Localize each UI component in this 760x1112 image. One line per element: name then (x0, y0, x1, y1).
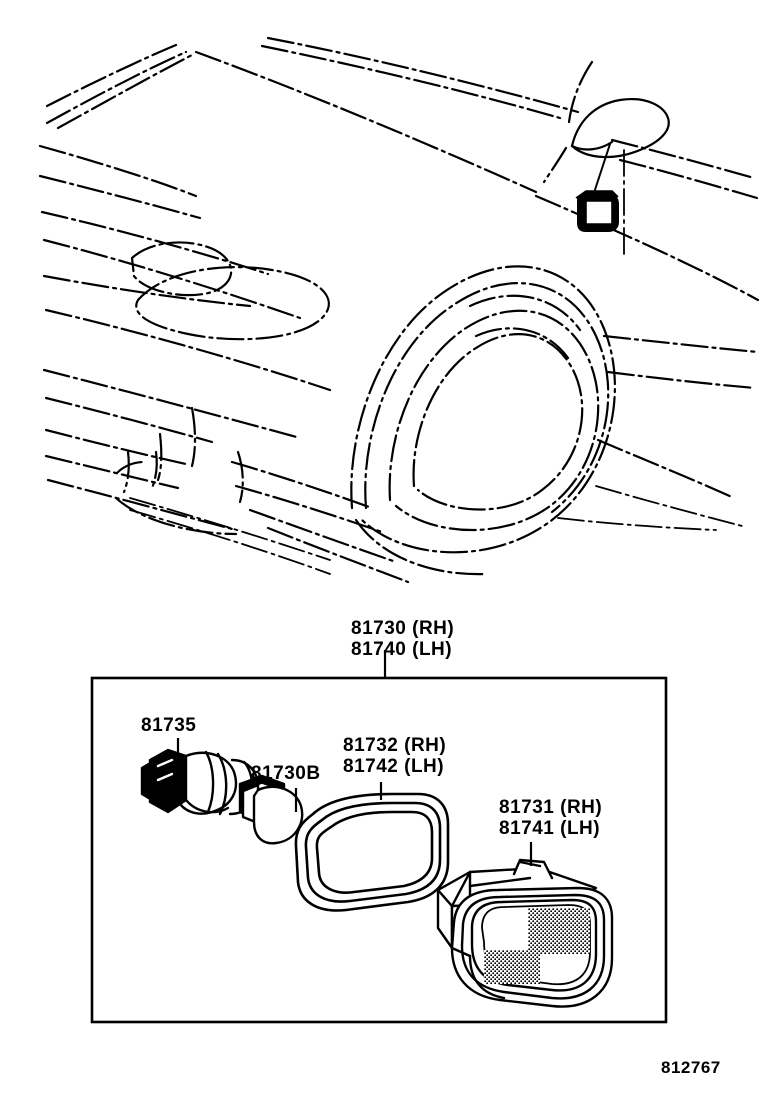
sheet-footer-code: 812767 (661, 1058, 721, 1077)
label-81730-81740: 81730 (RH)81740 (LH) (351, 618, 454, 660)
part-bulb-81730B (241, 783, 304, 845)
label-81732-line1: 81732 (RH) (343, 735, 447, 756)
label-81740-line2: 81740 (LH) (351, 639, 453, 660)
part-lamp-81731 (436, 858, 614, 1008)
lens-stipple-lower (484, 950, 540, 984)
installed-marker-lamp-callout (575, 190, 619, 232)
label-81731-line1: 81731 (RH) (499, 797, 603, 818)
part-gasket-81732 (294, 792, 450, 912)
label-81742-line2: 81742 (LH) (343, 756, 445, 777)
label-81735: 81735 (141, 715, 197, 736)
label-81741-line2: 81741 (LH) (499, 818, 601, 839)
parts-box-frame (90, 676, 668, 1024)
lens-stipple-upper (528, 908, 590, 954)
label-81730-line1: 81730 (RH) (351, 618, 455, 639)
label-81730B: 81730B (251, 763, 321, 784)
label-81731-81741: 81731 (RH)81741 (LH) (499, 797, 602, 839)
vehicle-illustration (38, 36, 760, 584)
label-81732-81742: 81732 (RH)81742 (LH) (343, 735, 446, 777)
